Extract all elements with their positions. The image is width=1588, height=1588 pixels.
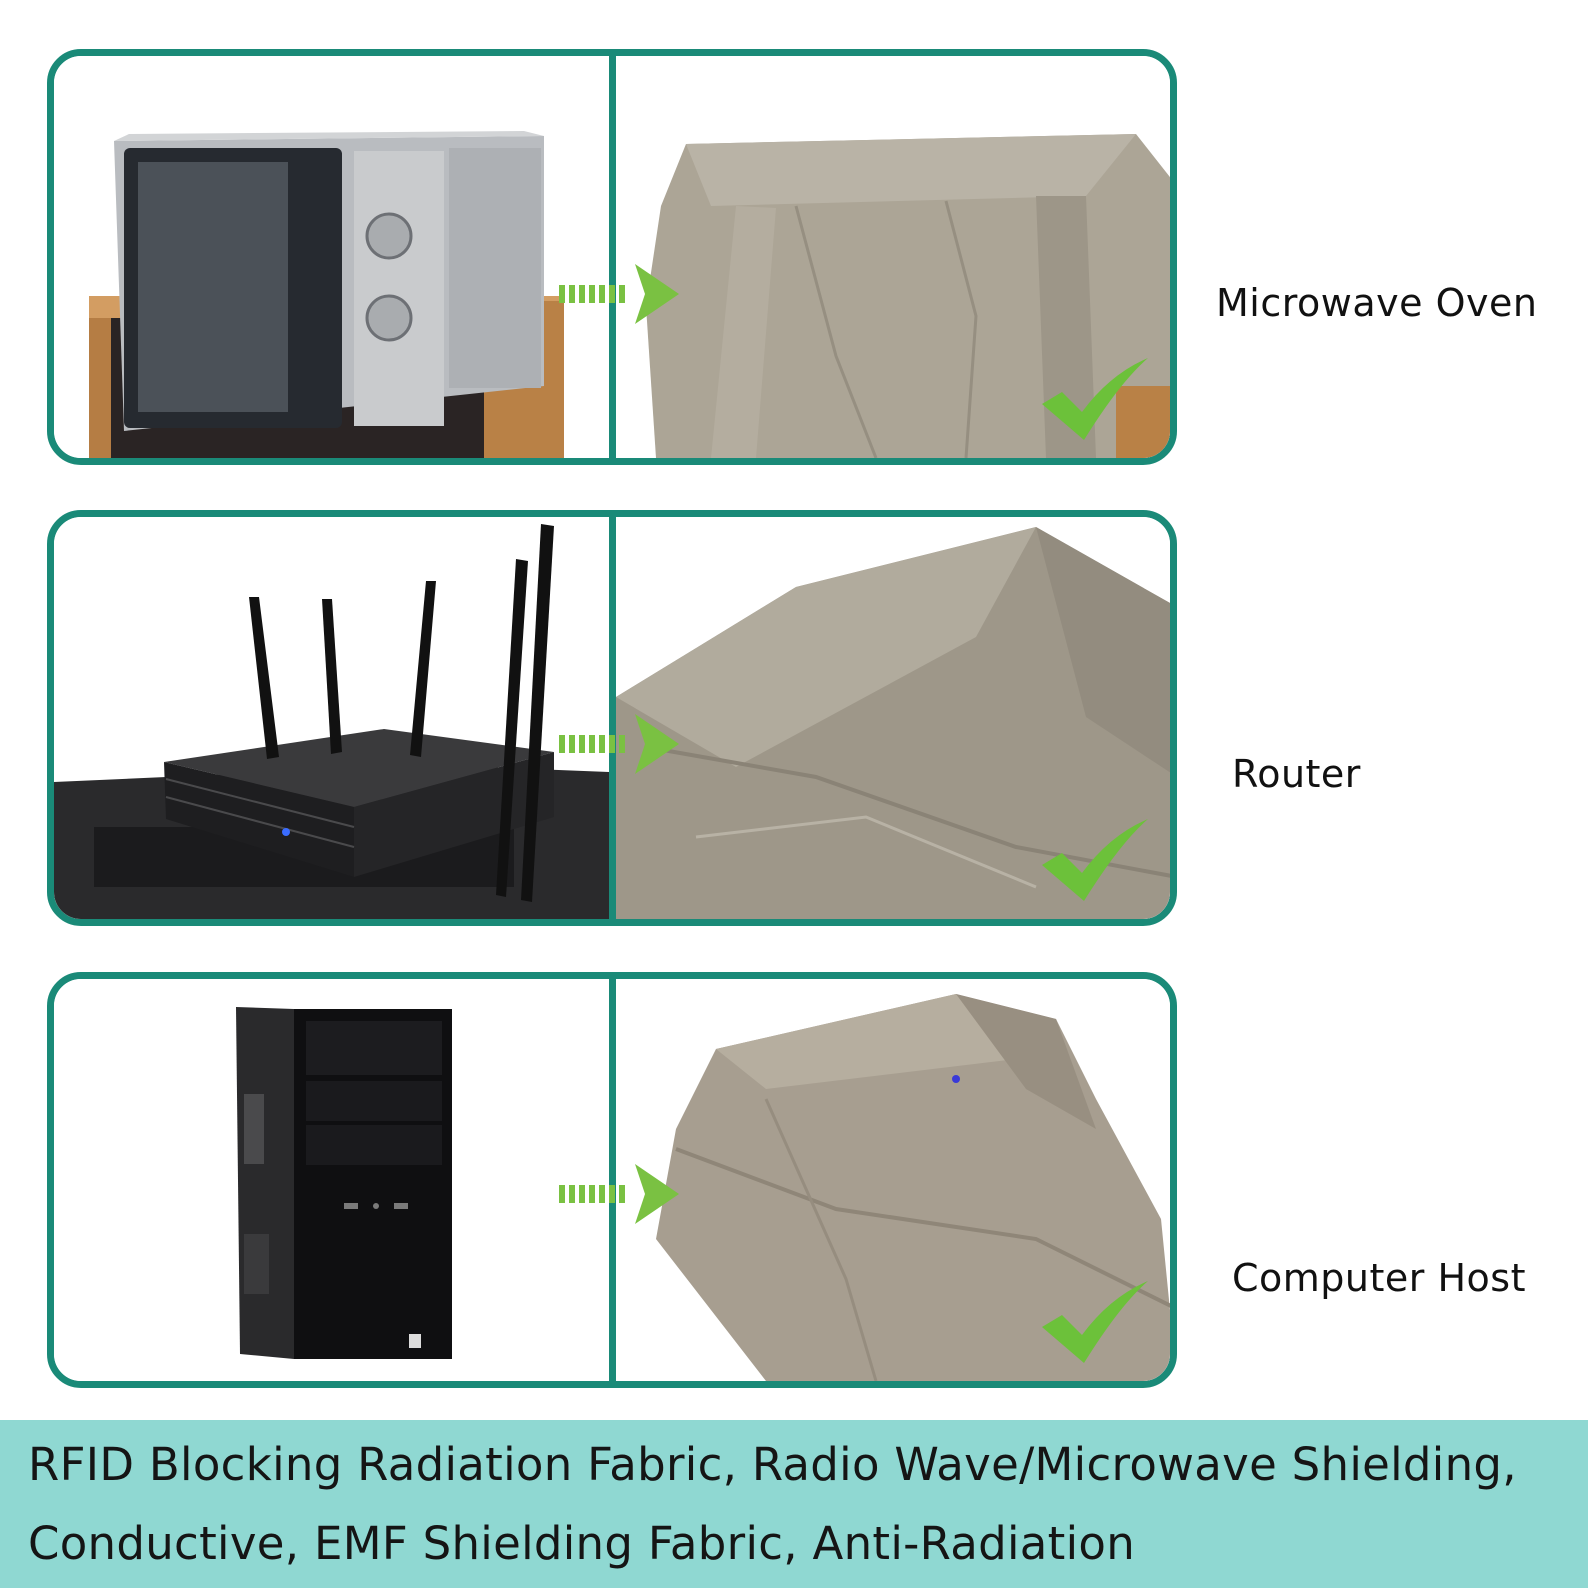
dashed-arrow-right-icon bbox=[559, 709, 679, 779]
microwave-oven-photo bbox=[54, 56, 609, 458]
check-mark-icon bbox=[1040, 352, 1150, 442]
covered-computer-photo bbox=[616, 979, 1170, 1381]
panel-divider bbox=[609, 979, 616, 1381]
dashed-arrow-right-icon bbox=[559, 259, 679, 329]
covered-microwave-photo bbox=[616, 56, 1170, 458]
comparison-row-computer: Computer Host bbox=[0, 972, 1588, 1392]
device-label: Router bbox=[1232, 752, 1361, 796]
comparison-panel bbox=[47, 49, 1177, 465]
panel-divider bbox=[609, 517, 616, 919]
check-mark-icon bbox=[1040, 813, 1150, 903]
check-mark-icon bbox=[1040, 1275, 1150, 1365]
device-label: Microwave Oven bbox=[1216, 281, 1538, 325]
comparison-row-microwave: Microwave Oven bbox=[0, 49, 1588, 469]
router-photo bbox=[54, 517, 609, 919]
comparison-row-router: Router bbox=[0, 510, 1588, 930]
comparison-panel bbox=[47, 972, 1177, 1388]
panel-divider bbox=[609, 56, 616, 458]
banner-line-1: RFID Blocking Radiation Fabric, Radio Wa… bbox=[28, 1438, 1517, 1491]
comparison-panel bbox=[47, 510, 1177, 926]
covered-router-photo bbox=[616, 517, 1170, 919]
dashed-arrow-right-icon bbox=[559, 1159, 679, 1229]
product-description-banner: RFID Blocking Radiation Fabric, Radio Wa… bbox=[0, 1420, 1588, 1588]
banner-line-2: Conductive, EMF Shielding Fabric, Anti-R… bbox=[28, 1517, 1136, 1570]
device-label: Computer Host bbox=[1232, 1256, 1527, 1300]
computer-tower-photo bbox=[54, 979, 609, 1381]
